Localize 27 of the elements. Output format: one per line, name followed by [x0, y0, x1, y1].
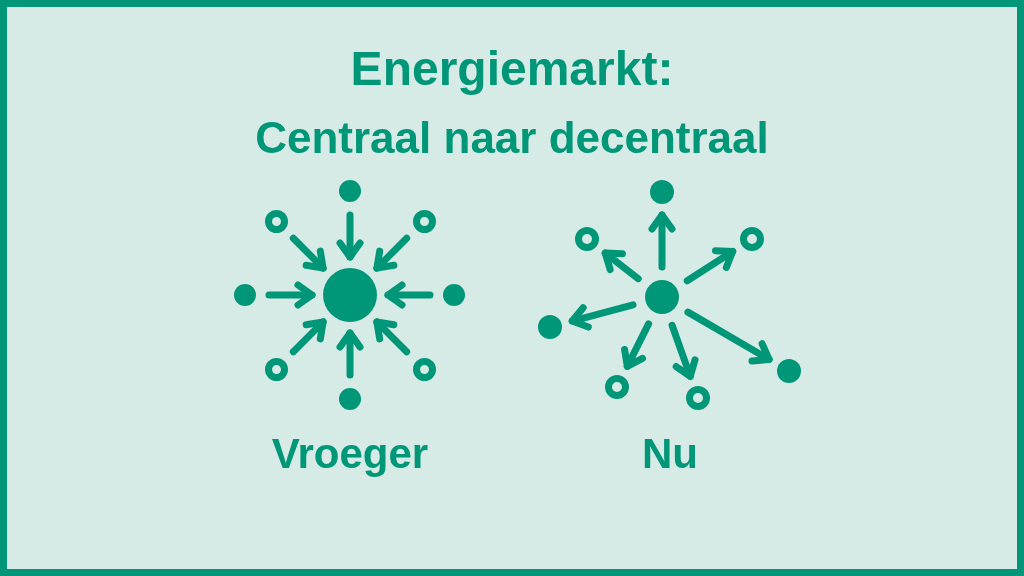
arrow [384, 281, 434, 309]
arrow [265, 281, 316, 309]
ring [575, 227, 599, 251]
arrow [289, 318, 327, 356]
arrow [648, 211, 676, 271]
arrow [568, 301, 637, 331]
arrow [668, 321, 699, 380]
arrow [373, 234, 411, 272]
title: Energiemarkt: [350, 45, 674, 93]
ring [412, 209, 436, 233]
ring [605, 375, 629, 399]
arrow [683, 247, 737, 285]
arrow [601, 249, 642, 283]
arrow [373, 318, 411, 356]
ring [264, 209, 288, 233]
arrow [289, 234, 327, 272]
arrow [336, 211, 364, 261]
subtitle: Centraal naar decentraal [255, 116, 769, 160]
arrow [621, 320, 653, 370]
ring [412, 357, 436, 381]
ring [740, 227, 764, 251]
ring [686, 386, 710, 410]
arrow [684, 308, 773, 365]
arrow [336, 329, 364, 379]
diagram-caption: Vroeger [271, 433, 429, 475]
ring [264, 357, 288, 381]
diagram-caption: Nu [642, 433, 698, 475]
